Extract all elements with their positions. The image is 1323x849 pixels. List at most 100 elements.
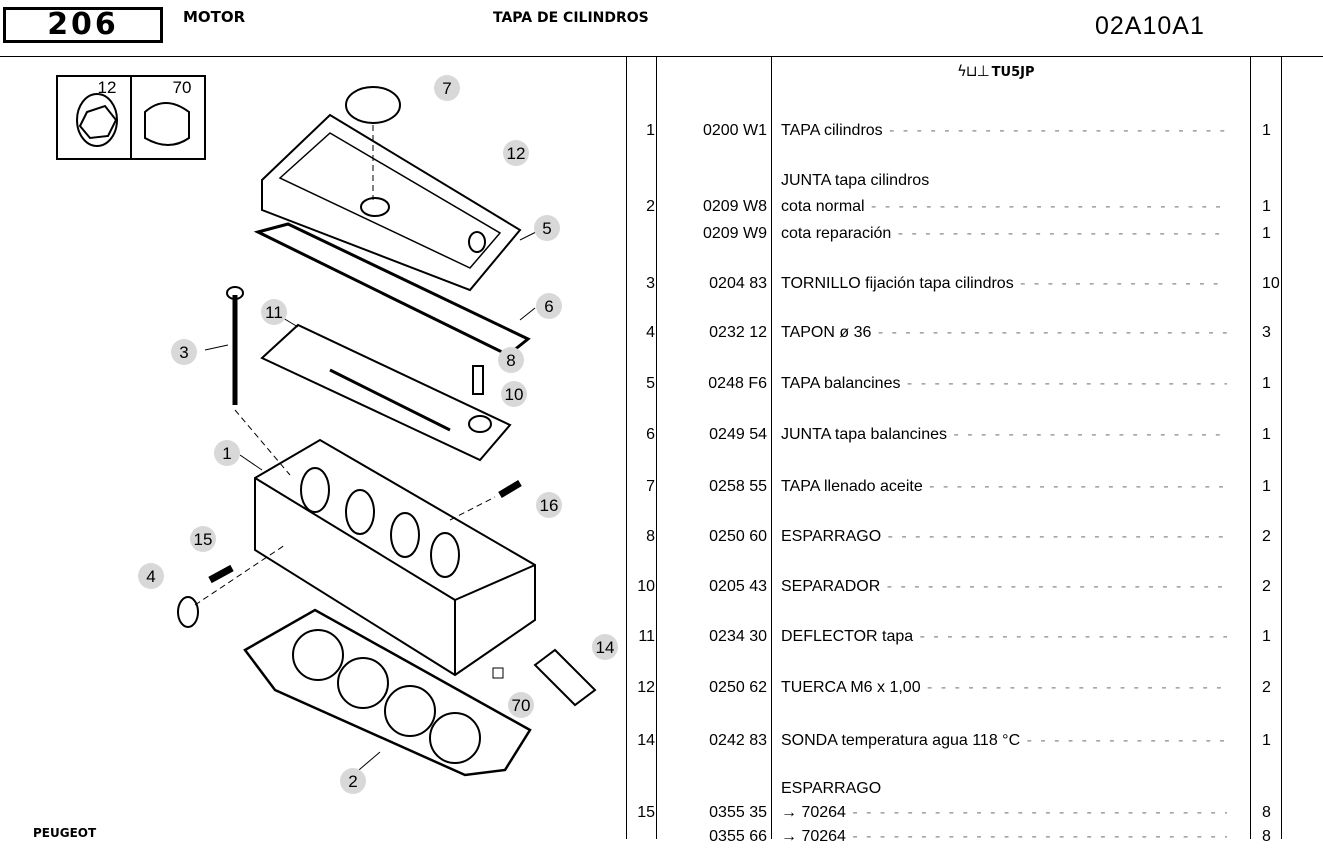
part-ref: 0200 W1	[702, 122, 767, 139]
table-divider-ref	[771, 57, 772, 839]
callout-1: 1	[222, 444, 231, 463]
part-desc: TAPA balancines	[781, 372, 1227, 396]
table-row: 3 0204 83 TORNILLO fijación tapa cilindros…	[0, 272, 1323, 296]
callout-14: 14	[596, 638, 615, 657]
callout-12: 12	[507, 144, 526, 163]
page-code: 02A10A1	[1095, 12, 1205, 40]
part-desc: TORNILLO fijación tapa cilindros	[781, 272, 1227, 296]
item-number: 4	[646, 324, 655, 341]
callout-12-inset: 12	[98, 78, 117, 97]
part-ref: 0355 66	[709, 828, 767, 845]
engine-symbol-icon: ϟ⊔⊥	[957, 62, 990, 80]
part-ref: 0250 62	[709, 679, 767, 696]
table-row: 14 0242 83 SONDA temperatura agua 118 °C 1	[0, 729, 1323, 753]
table-row: 1 0200 W1 TAPA cilindros 1	[0, 119, 1323, 143]
table-row: ESPARRAGO	[0, 777, 1323, 801]
callout-5: 5	[542, 219, 551, 238]
part-desc: cota normal	[781, 195, 1227, 219]
header-divider	[0, 56, 1323, 57]
model-badge: 206	[3, 7, 163, 43]
table-row: 8 0250 60 ESPARRAGO 2	[0, 525, 1323, 549]
part-ref: 0355 35	[709, 804, 767, 821]
item-number: 10	[637, 578, 655, 595]
engine-code: TU5JP	[991, 65, 1035, 80]
item-number: 3	[646, 275, 655, 292]
callout-70: 70	[512, 696, 531, 715]
part-qty: 2	[1262, 679, 1271, 696]
item-number: 2	[646, 198, 655, 215]
table-row: 4 0232 12 TAPON ø 36 3	[0, 321, 1323, 345]
part-ref: 0232 12	[709, 324, 767, 341]
callout-11: 11	[265, 303, 283, 322]
callout-7: 7	[442, 79, 451, 98]
part-qty: 1	[1262, 478, 1271, 495]
part-qty: 8	[1262, 804, 1271, 821]
part-ref: 0250 60	[709, 528, 767, 545]
table-row: 10 0205 43 SEPARADOR 2	[0, 575, 1323, 599]
part-qty: 3	[1262, 324, 1271, 341]
section-label: MOTOR	[183, 8, 246, 26]
part-qty: 1	[1262, 225, 1271, 242]
item-number: 8	[646, 528, 655, 545]
part-desc: cota reparación	[781, 222, 1227, 246]
part-ref: 0204 83	[709, 275, 767, 292]
item-number: 5	[646, 375, 655, 392]
part-qty: 1	[1262, 628, 1271, 645]
part-desc: TUERCA M6 x 1,00	[781, 676, 1227, 700]
part-qty: 8	[1262, 828, 1271, 845]
part-desc: JUNTA tapa balancines	[781, 423, 1227, 447]
engine-header: ϟ⊔⊥TU5JP	[957, 62, 1035, 80]
item-number: 11	[638, 628, 655, 645]
part-desc: ESPARRAGO	[781, 780, 882, 797]
table-row: 2 0209 W8 cota normal 1	[0, 195, 1323, 219]
callout-3: 3	[179, 343, 188, 362]
callout-4: 4	[146, 567, 155, 586]
callout-2: 2	[348, 772, 357, 791]
part-ref: 0249 54	[709, 426, 767, 443]
part-qty: 1	[1262, 122, 1271, 139]
part-ref: 0248 F6	[708, 375, 767, 392]
part-ref: 0242 83	[709, 732, 767, 749]
item-number: 6	[646, 426, 655, 443]
table-divider-desc	[1250, 57, 1251, 839]
exploded-parts-diagram: 12 70 7 12 5 11 6 3 8 10 1 16 15 4 14 70…	[56, 75, 618, 794]
table-row: 12 0250 62 TUERCA M6 x 1,00 2	[0, 676, 1323, 700]
callout-70-inset: 70	[173, 78, 192, 97]
callout-8: 8	[506, 351, 515, 370]
callout-16: 16	[540, 496, 559, 515]
table-row: 6 0249 54 JUNTA tapa balancines 1	[0, 423, 1323, 447]
item-number: 12	[637, 679, 655, 696]
part-qty: 1	[1262, 732, 1271, 749]
part-desc: DEFLECTOR tapa	[781, 625, 1227, 649]
part-desc: TAPON ø 36	[781, 321, 1227, 345]
part-qty: 1	[1262, 426, 1271, 443]
part-desc: TAPA llenado aceite	[781, 475, 1227, 499]
part-desc: → 70264	[781, 825, 1227, 849]
part-desc: SONDA temperatura agua 118 °C	[781, 729, 1227, 753]
part-desc: ESPARRAGO	[781, 525, 1227, 549]
part-qty: 1	[1262, 198, 1271, 215]
part-ref: 0205 43	[709, 578, 767, 595]
part-qty: 10	[1262, 275, 1280, 292]
part-qty: 2	[1262, 528, 1271, 545]
part-qty: 2	[1262, 578, 1271, 595]
brand-footer: PEUGEOT	[33, 826, 97, 840]
table-row: 0209 W9 cota reparación 1	[0, 222, 1323, 246]
item-number: 14	[637, 732, 655, 749]
part-ref: 0209 W9	[702, 225, 767, 242]
part-desc: TAPA cilindros	[781, 119, 1227, 143]
table-row: 0355 66 → 70264 8	[0, 825, 1323, 849]
item-number: 15	[637, 804, 655, 821]
part-ref: 0234 30	[709, 628, 767, 645]
table-border-left	[626, 57, 627, 839]
table-row: 11 0234 30 DEFLECTOR tapa 1	[0, 625, 1323, 649]
part-desc: SEPARADOR	[781, 575, 1227, 599]
part-ref: 0209 W8	[702, 198, 767, 215]
callout-15: 15	[194, 530, 213, 549]
page-title: TAPA DE CILINDROS	[493, 10, 649, 26]
part-ref: 0258 55	[709, 478, 767, 495]
table-divider-qty	[1281, 57, 1282, 839]
item-number: 1	[646, 122, 655, 139]
